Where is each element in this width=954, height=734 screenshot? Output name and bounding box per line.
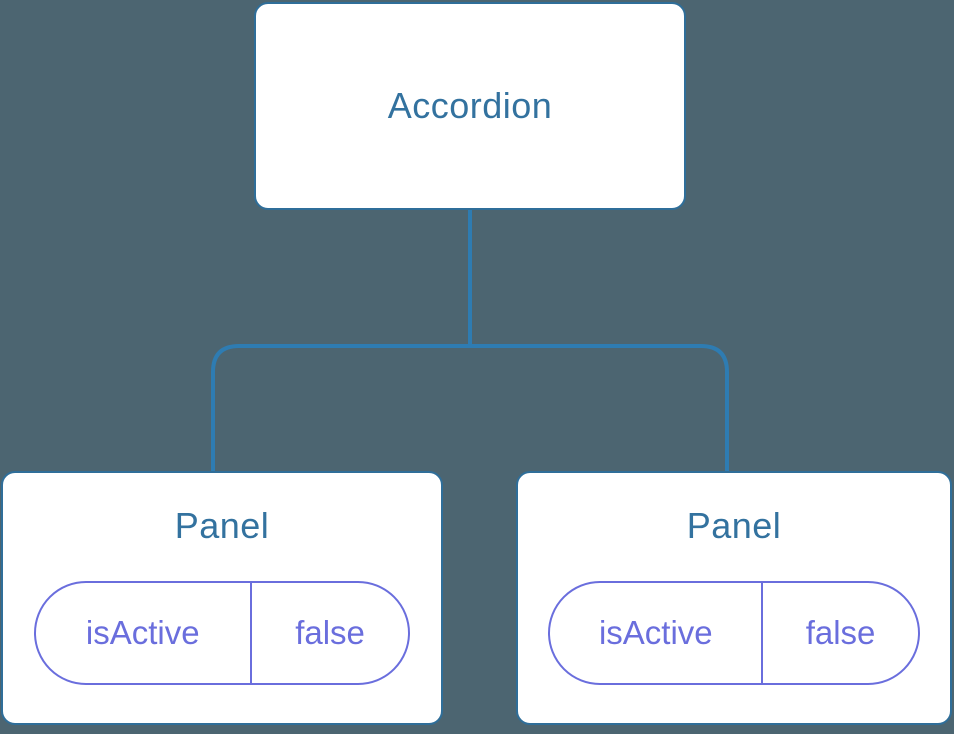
panel-label: Panel [686, 505, 782, 546]
panel-node: Panel isActive false [1, 471, 443, 725]
panel-label: Panel [174, 505, 270, 546]
accordion-node: Accordion [254, 2, 686, 210]
state-value-cell: false [805, 614, 876, 651]
state-name-cell: isActive [36, 583, 252, 683]
panel-node: Panel isActive false [516, 471, 952, 725]
state-name-cell: isActive [550, 583, 764, 683]
connector-branch-bracket [211, 344, 729, 472]
state-pill: isActive false [33, 581, 411, 685]
state-pill: isActive false [548, 581, 920, 685]
accordion-label: Accordion [387, 85, 553, 126]
state-value-cell: false [295, 614, 365, 651]
